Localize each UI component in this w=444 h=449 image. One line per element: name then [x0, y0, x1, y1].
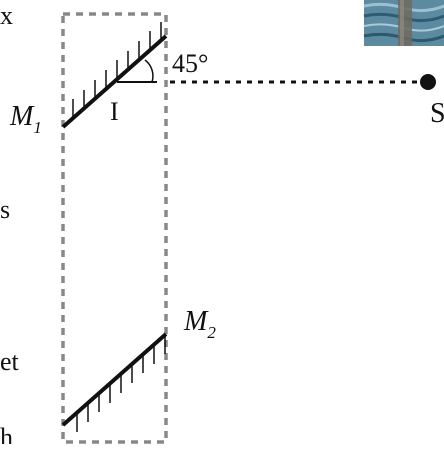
- mirror-m1-subscript: 1: [33, 118, 42, 137]
- angle-arc: [144, 59, 154, 83]
- mirror-m2: [61, 332, 168, 427]
- mirror-m2-letter: M: [183, 306, 209, 337]
- margin-fragment-3: et: [0, 347, 20, 376]
- mirror-m2-label: M2: [183, 306, 216, 342]
- periscope-frame: [61, 12, 168, 444]
- source-label: S: [430, 98, 444, 129]
- margin-fragment-2: s: [0, 195, 10, 224]
- margin-fragment-1: x: [0, 1, 13, 30]
- mirror-m1-hatching: [72, 22, 162, 118]
- mirror-m1-label: M1: [9, 101, 42, 137]
- mirror-m1: [61, 34, 168, 129]
- light-source-point: [420, 74, 436, 90]
- mirror-m1-letter: M: [9, 101, 35, 132]
- incidence-point-label: I: [110, 97, 119, 126]
- water-thumbnail-image: [363, 0, 444, 46]
- mirror-m2-subscript: 2: [207, 323, 216, 342]
- angle-label: 45°: [172, 49, 208, 78]
- mirror-m2-hatching: [76, 335, 166, 432]
- margin-fragment-4: h: [0, 423, 13, 444]
